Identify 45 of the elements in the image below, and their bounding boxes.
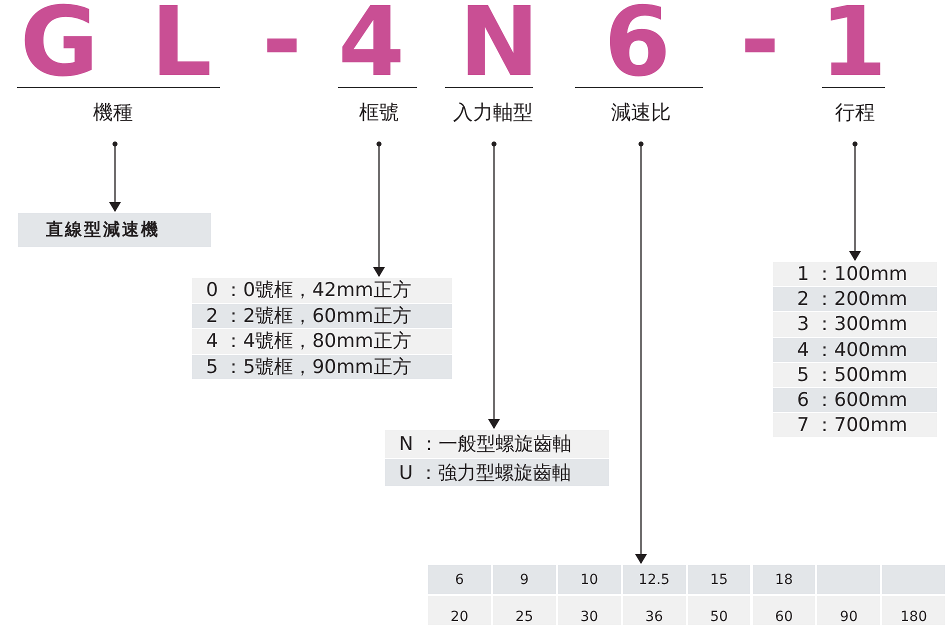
- option-row: 4 ：4號框，80mm正方: [192, 329, 452, 354]
- table-cell: 90: [817, 596, 882, 627]
- table-cell: 25: [492, 596, 558, 627]
- table-cell: 12.5: [622, 565, 688, 596]
- table-cell: 36: [622, 596, 688, 627]
- segment-caption: 機種: [93, 99, 133, 125]
- option-row: N ：一般型螺旋齒軸: [385, 430, 609, 458]
- leader-arrow: [635, 142, 647, 564]
- option-row: 3 ：300mm: [773, 312, 937, 338]
- option-row: 4 ：400mm: [773, 338, 937, 363]
- option-row: 2 ：2號框，60mm正方: [192, 304, 452, 329]
- table-cell: 10: [558, 565, 623, 596]
- code-letter: N: [459, 0, 540, 90]
- table-cell: 15: [688, 565, 752, 596]
- code-letter: GL: [20, 0, 264, 90]
- code-separator: -: [262, 0, 302, 88]
- option-row: 1 ：100mm: [773, 262, 937, 288]
- table-cell: 18: [752, 565, 818, 596]
- segment-caption: 框號: [359, 99, 399, 125]
- leader-arrow: [488, 142, 500, 429]
- table-cell: 20: [428, 596, 493, 627]
- leader-arrow: [849, 142, 861, 261]
- option-row: 5 ：5號框，90mm正方: [192, 354, 452, 380]
- option-row: 6 ：600mm: [773, 388, 937, 414]
- code-separator: -: [740, 0, 780, 88]
- leader-arrow: [373, 142, 385, 277]
- segment-caption: 行程: [835, 99, 875, 125]
- table-cell: 50: [688, 596, 752, 627]
- code-letter: 1: [820, 0, 887, 90]
- option-row: 2 ：200mm: [773, 287, 937, 312]
- table-cell: 180: [882, 596, 948, 627]
- segment-caption: 入力軸型: [453, 99, 533, 125]
- option-row: 5 ：500mm: [773, 362, 937, 388]
- table-cell: 9: [492, 565, 558, 596]
- table-cell: 60: [752, 596, 818, 627]
- table-cell: 6: [428, 565, 493, 596]
- category-box: 直線型減速機: [18, 213, 211, 247]
- code-letter: 4: [338, 0, 405, 90]
- leader-arrow: [109, 142, 121, 212]
- option-row: 7 ：700mm: [773, 413, 937, 438]
- table-cell: 30: [558, 596, 623, 627]
- code-letter: 6: [604, 0, 671, 90]
- segment-caption: 減速比: [611, 99, 671, 125]
- option-row: 0 ：0號框，42mm正方: [192, 278, 452, 304]
- option-row: U ：強力型螺旋齒軸: [385, 458, 609, 487]
